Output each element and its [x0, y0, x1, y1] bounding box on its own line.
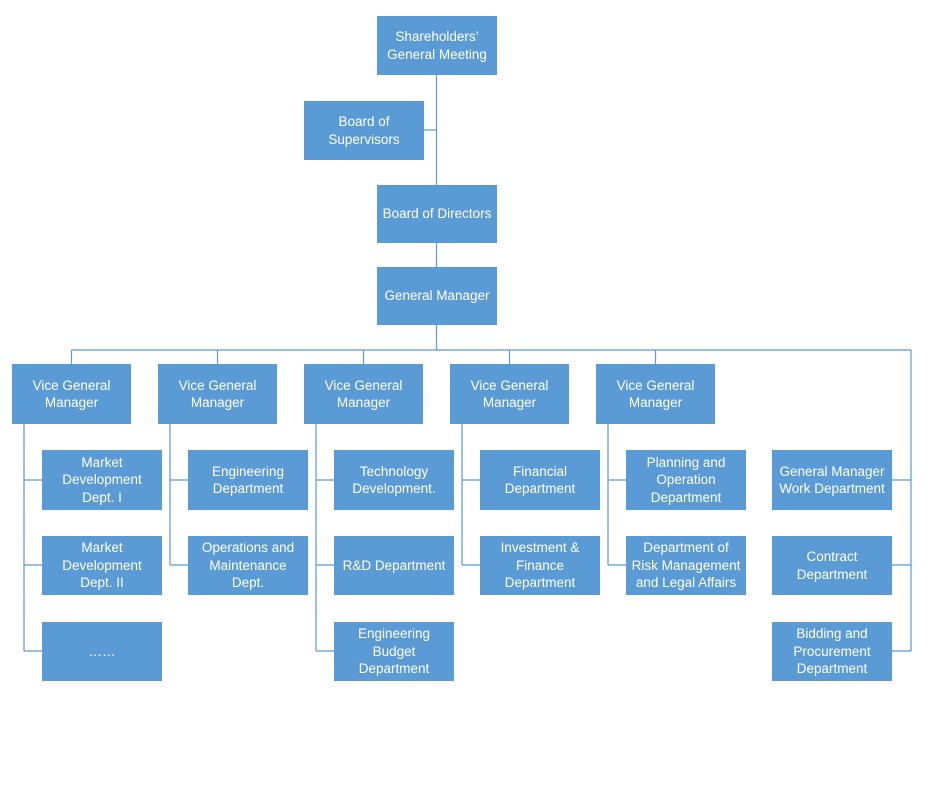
shareholders-general-meeting-box: Shareholders’ General Meeting [377, 16, 497, 75]
more-departments-box: …… [42, 622, 162, 681]
engineering-department-box: Engineering Department [188, 450, 308, 510]
investment-finance-department-box: Investment & Finance Department [480, 536, 600, 595]
board-of-supervisors-box: Board of Supervisors [304, 101, 424, 160]
rd-department-box: R&D Department [334, 536, 454, 595]
operations-maintenance-dept-box: Operations and Maintenance Dept. [188, 536, 308, 595]
risk-management-legal-affairs-box: Department of Risk Management and Legal … [626, 536, 746, 595]
market-development-dept-2-box: Market Development Dept. II [42, 536, 162, 595]
vice-general-manager-box-4: Vice General Manager [450, 364, 569, 424]
general-manager-box: General Manager [377, 267, 497, 325]
vice-general-manager-box-1: Vice General Manager [12, 364, 131, 424]
board-of-directors-box: Board of Directors [377, 185, 497, 243]
financial-department-box: Financial Department [480, 450, 600, 510]
vice-general-manager-box-3: Vice General Manager [304, 364, 423, 424]
vice-general-manager-box-2: Vice General Manager [158, 364, 277, 424]
technology-development-box: Technology Development. [334, 450, 454, 510]
bidding-procurement-department-box: Bidding and Procurement Department [772, 622, 892, 681]
vice-general-manager-box-5: Vice General Manager [596, 364, 715, 424]
engineering-budget-department-box: Engineering Budget Department [334, 622, 454, 681]
general-manager-work-department-box: General Manager Work Department [772, 450, 892, 510]
contract-department-box: Contract Department [772, 536, 892, 595]
planning-operation-department-box: Planning and Operation Department [626, 450, 746, 510]
market-development-dept-1-box: Market Development Dept. I [42, 450, 162, 510]
